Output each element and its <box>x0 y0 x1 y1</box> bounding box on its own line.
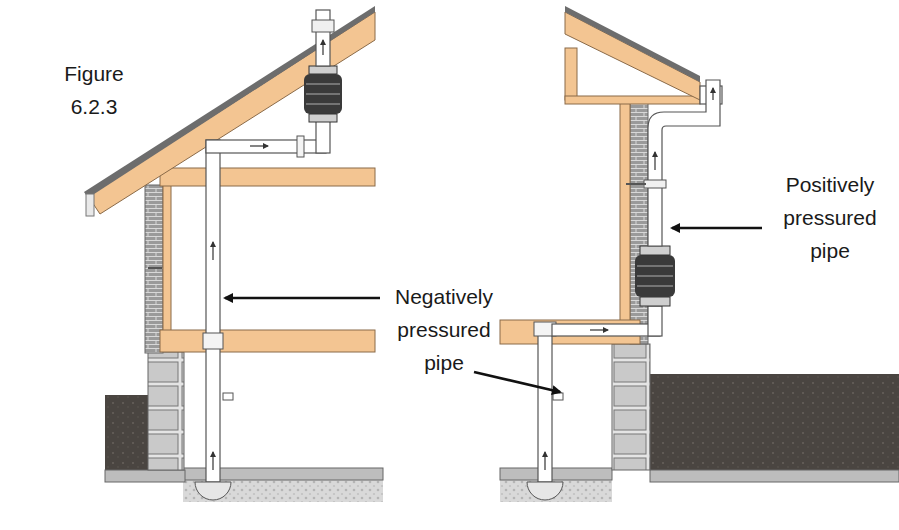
left-house <box>84 6 383 502</box>
right-house <box>500 6 899 502</box>
leader-arrow <box>672 227 762 230</box>
leader-arrow <box>225 297 380 300</box>
callout-label: Negatively pressured pipe <box>380 280 508 379</box>
figure-number: Figure 6.2.3 <box>48 57 140 123</box>
leader-arrow <box>474 372 560 392</box>
callout-label: Positively pressured pipe <box>766 168 894 267</box>
